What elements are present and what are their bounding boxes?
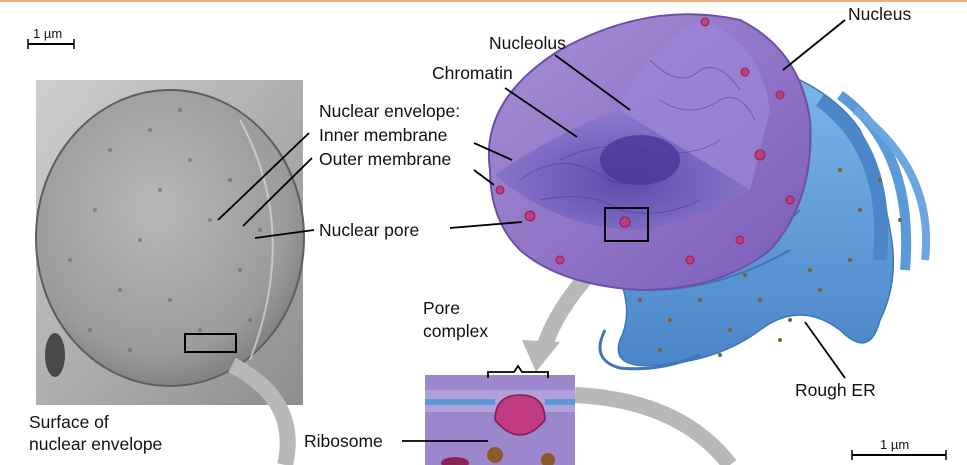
nucleus-cutaway (487, 13, 812, 292)
label-ribosome: Ribosome (304, 431, 383, 451)
scale-bar-left (27, 39, 75, 49)
micrograph-panel (35, 80, 305, 405)
micrograph-highlight-box (184, 333, 237, 353)
label-chromatin: Chromatin (432, 63, 513, 83)
label-inner-membrane: Inner membrane (319, 125, 448, 145)
label-complex: complex (423, 321, 489, 341)
rough-er (598, 78, 931, 371)
label-nucleolus: Nucleolus (489, 33, 566, 53)
label-nuclear-envelope: Nuclear envelope: (319, 101, 461, 121)
label-nuclear-envelope-surface: nuclear envelope (29, 434, 163, 454)
scale-label-right: 1 µm (880, 437, 910, 452)
scale-label-left: 1 µm (33, 26, 63, 41)
gray-arrow-right-curve (574, 387, 737, 465)
label-nuclear-pore: Nuclear pore (319, 220, 420, 240)
leader-lines (217, 19, 846, 442)
pore-complex-bracket (487, 364, 549, 378)
label-rough-er: Rough ER (795, 380, 876, 400)
gray-arrow-left-curve (228, 357, 296, 465)
label-outer-membrane: Outer membrane (319, 149, 452, 169)
scale-bar-right (851, 450, 947, 460)
label-pore: Pore (423, 298, 460, 318)
pore-complex-inset (425, 375, 575, 465)
label-surface-of: Surface of (29, 412, 109, 432)
pore-highlight-box (604, 207, 649, 242)
top-border-line (0, 0, 967, 2)
label-nucleus: Nucleus (848, 4, 912, 24)
